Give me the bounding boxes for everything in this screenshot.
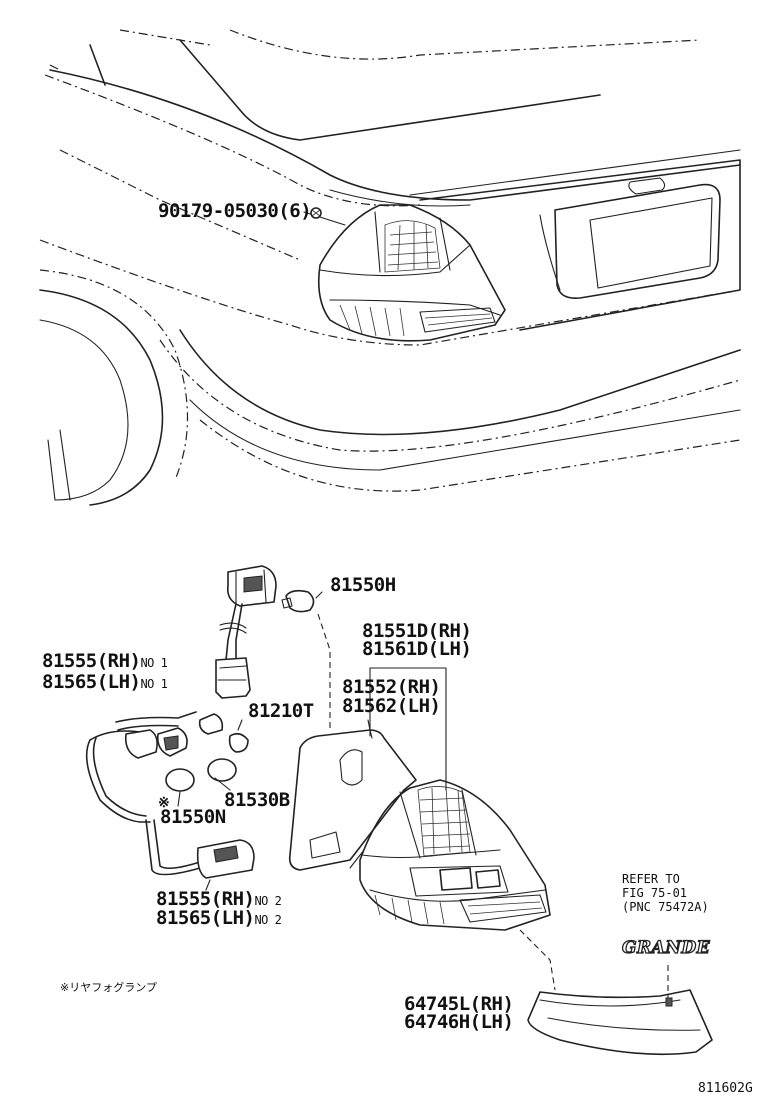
part-label-garnish-lh: 64746H(LH)	[404, 1011, 514, 1033]
footnote: ※リヤフォグランプ	[60, 981, 157, 994]
fog-mark: ※	[158, 795, 170, 811]
tail-lamp-on-car	[303, 204, 506, 342]
part-label-lens-rh: 81552(RH)	[342, 676, 441, 698]
part-label-81210t: 81210T	[248, 700, 314, 722]
part-label-socket-no2-lh: 81565(LH)NO 2	[156, 907, 282, 929]
no2-tag: NO 2	[254, 913, 282, 927]
part-label-81550h: 81550H	[330, 574, 396, 596]
car-rear-body	[39, 29, 741, 506]
socket-harness-no2	[85, 711, 255, 879]
gasket-plate	[288, 729, 417, 871]
part-label-81530b: 81530B	[224, 789, 290, 811]
refer-line1: REFER TO	[622, 872, 680, 886]
part-label-lamp-assy-lh: 81561D(LH)	[362, 638, 472, 660]
no2-tag: NO 2	[254, 894, 282, 908]
bulb-icon	[165, 768, 195, 792]
refer-line3: (PNC 75472A)	[622, 900, 709, 914]
part-label-lamp-assy-rh: 81551D(RH)	[362, 620, 472, 642]
emblem-logo: GRANDE	[621, 937, 711, 958]
lamp-assembly	[349, 779, 556, 991]
refer-line2: FIG 75-01	[622, 886, 688, 900]
no1-tag: NO 1	[140, 656, 168, 670]
garnish-part	[527, 965, 713, 1056]
leader-lines	[177, 667, 447, 891]
figure-code: 811602G	[698, 1081, 753, 1096]
part-label-lens-lh: 81562(LH)	[342, 695, 441, 717]
socket-no1-harness	[215, 565, 331, 730]
part-label-socket-no2-rh: 81555(RH)NO 2	[156, 888, 282, 910]
bulb-icon	[207, 758, 237, 782]
part-label-clip: 90179-05030(6)	[158, 200, 312, 222]
part-label-garnish-rh: 64745L(RH)	[404, 993, 514, 1015]
no1-tag: NO 1	[140, 677, 168, 691]
part-label-socket-no1-lh: 81565(LH)NO 1	[42, 671, 168, 693]
part-label-81550n: 81550N	[160, 806, 226, 828]
part-label-socket-no1-rh: 81555(RH)NO 1	[42, 650, 168, 672]
